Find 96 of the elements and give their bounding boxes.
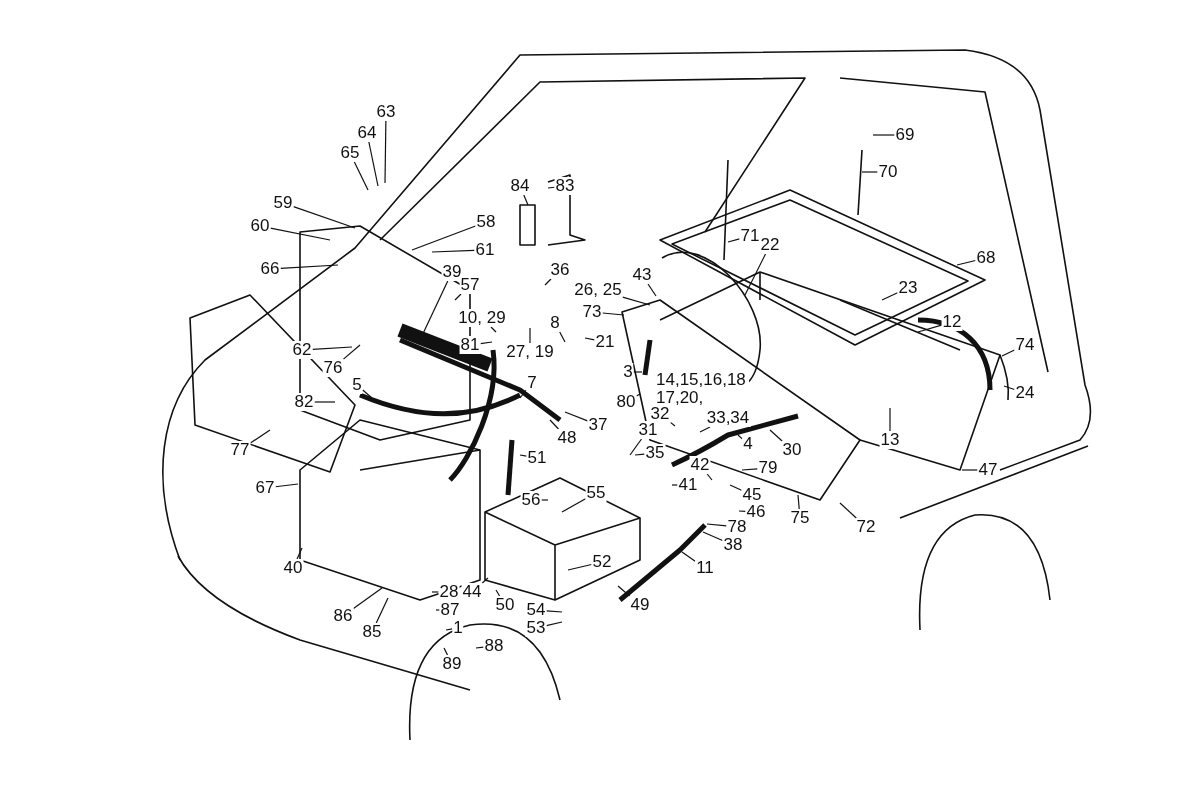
callout-number: 33,34 <box>705 409 751 427</box>
leader-line <box>567 563 593 571</box>
callout-number: 26, 25 <box>573 281 623 299</box>
leader-line <box>729 484 743 491</box>
leader-line <box>706 523 728 527</box>
leader-line <box>435 609 441 611</box>
leader-line <box>1003 385 1016 391</box>
callout-number: 42 <box>689 456 711 474</box>
leader-line <box>737 434 743 440</box>
leader-line <box>635 393 641 397</box>
leader-line <box>861 171 879 173</box>
callout-number: 12 <box>941 313 963 331</box>
leader-line <box>296 547 303 560</box>
callout-number: 84 <box>509 177 531 195</box>
leader-line <box>917 324 943 333</box>
leader-line <box>249 429 271 444</box>
leader-line <box>540 499 549 501</box>
leader-line <box>617 585 631 597</box>
leader-line <box>311 346 353 350</box>
leader-line <box>529 327 531 344</box>
leader-line <box>342 344 361 360</box>
leader-line <box>269 227 331 241</box>
leader-line <box>633 371 643 373</box>
leader-line <box>797 494 800 510</box>
callout-number: 13 <box>879 431 901 449</box>
callout-number: 57 <box>459 276 481 294</box>
leader-line <box>561 498 587 513</box>
leader-line <box>564 411 589 422</box>
leader-line <box>738 510 747 512</box>
callout-number: 83 <box>554 177 576 195</box>
callout-number: 14,15,16,18 17,20, <box>655 371 749 407</box>
leader-line <box>872 134 896 136</box>
callout-number: 43 <box>631 266 653 284</box>
leader-line <box>519 389 527 399</box>
leader-line <box>545 610 563 613</box>
callout-number: 7 <box>526 374 538 392</box>
callout-number: 31 <box>637 421 659 439</box>
leader-line <box>431 591 440 593</box>
leader-line <box>445 628 453 631</box>
callout-number: 65 <box>339 144 361 162</box>
leader-line <box>362 389 373 399</box>
leader-line <box>431 249 476 253</box>
callout-number: 8 <box>549 314 561 332</box>
leader-line <box>584 337 596 341</box>
leader-line <box>411 225 477 251</box>
leader-line <box>881 292 899 301</box>
leader-line <box>279 264 339 269</box>
leader-line <box>601 312 625 316</box>
leader-line <box>313 401 336 403</box>
leader-line <box>559 331 566 343</box>
callout-number: 62 <box>291 341 313 359</box>
leader-line <box>375 597 389 624</box>
leader-line <box>706 473 713 481</box>
leader-line <box>629 438 643 456</box>
leader-line <box>741 468 759 471</box>
leader-line <box>547 186 556 189</box>
leader-line <box>702 531 724 542</box>
leader-line <box>479 341 493 345</box>
leader-line <box>549 419 560 430</box>
leader-line <box>744 253 767 296</box>
leader-line <box>669 421 676 427</box>
leader-line <box>523 194 529 206</box>
callout-number: 5 <box>351 376 363 394</box>
leader-line <box>634 453 646 456</box>
leader-line <box>519 454 528 457</box>
callout-number: 76 <box>322 359 344 377</box>
callout-number: 55 <box>585 484 607 502</box>
leader-line <box>1001 349 1016 357</box>
leader-line <box>671 484 679 486</box>
leader-line <box>495 589 501 597</box>
leader-line <box>769 429 783 442</box>
leader-line <box>274 483 299 488</box>
leader-line <box>727 238 741 243</box>
callout-number: 36 <box>549 261 571 279</box>
leader-line <box>352 587 383 610</box>
leader-line <box>384 120 387 184</box>
callout-number: 82 <box>293 393 315 411</box>
leader-line <box>839 502 857 519</box>
callout-number: 53 <box>525 619 547 637</box>
leader-line <box>490 326 497 333</box>
callout-number: 81 <box>459 336 481 354</box>
callout-number: 22 <box>759 236 781 254</box>
leader-line <box>292 206 356 229</box>
leader-line <box>956 259 977 266</box>
leader-line <box>481 577 489 584</box>
leader-line <box>647 283 657 297</box>
leader-line <box>353 161 369 191</box>
callout-number: 27, 19 <box>505 343 555 361</box>
leader-line <box>545 621 563 627</box>
callout-number: 10, 29 <box>457 309 507 327</box>
leader-line <box>961 469 979 471</box>
leader-line <box>681 551 696 562</box>
leader-line <box>368 141 379 187</box>
leader-line <box>475 646 485 649</box>
leader-line <box>889 407 891 432</box>
leader-line <box>622 296 651 306</box>
